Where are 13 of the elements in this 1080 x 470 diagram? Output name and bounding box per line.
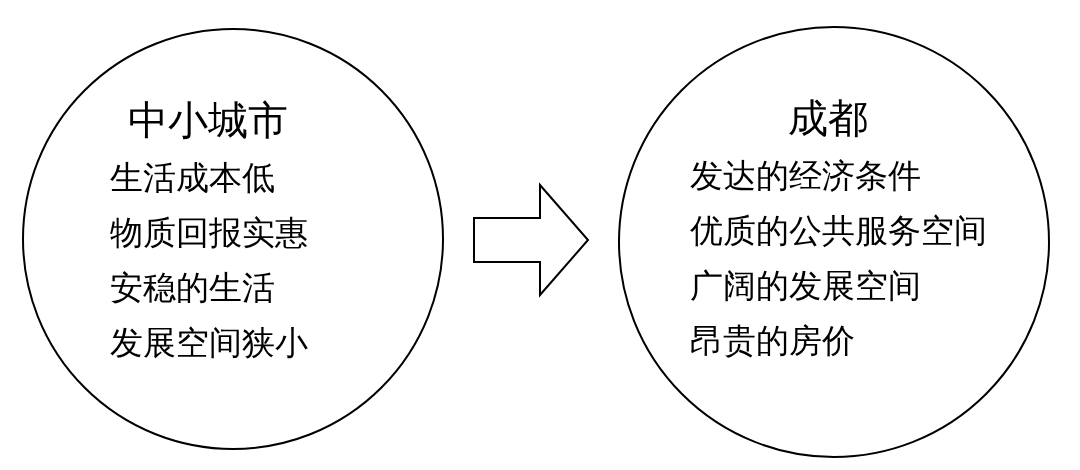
list-item-text: 生活成本低 [110,160,275,197]
list-item-text: 发达的经济条件 [690,158,921,195]
list-item-text: 昂贵的房价 [690,323,855,360]
list-item-text: 安稳的生活 [110,270,275,307]
list-item-text: 广阔的发展空间 [690,268,921,305]
circle-node [22,28,444,450]
list-item-text: 发展空间狭小 [110,325,308,362]
block-arrow [473,182,590,298]
list-item-text: 优质的公共服务空间 [690,213,987,250]
list-item-text: 物质回报实惠 [110,215,308,252]
heading-text: 中小城市 [128,98,288,142]
circle-node [618,26,1050,458]
heading-text: 成都 [788,96,868,140]
